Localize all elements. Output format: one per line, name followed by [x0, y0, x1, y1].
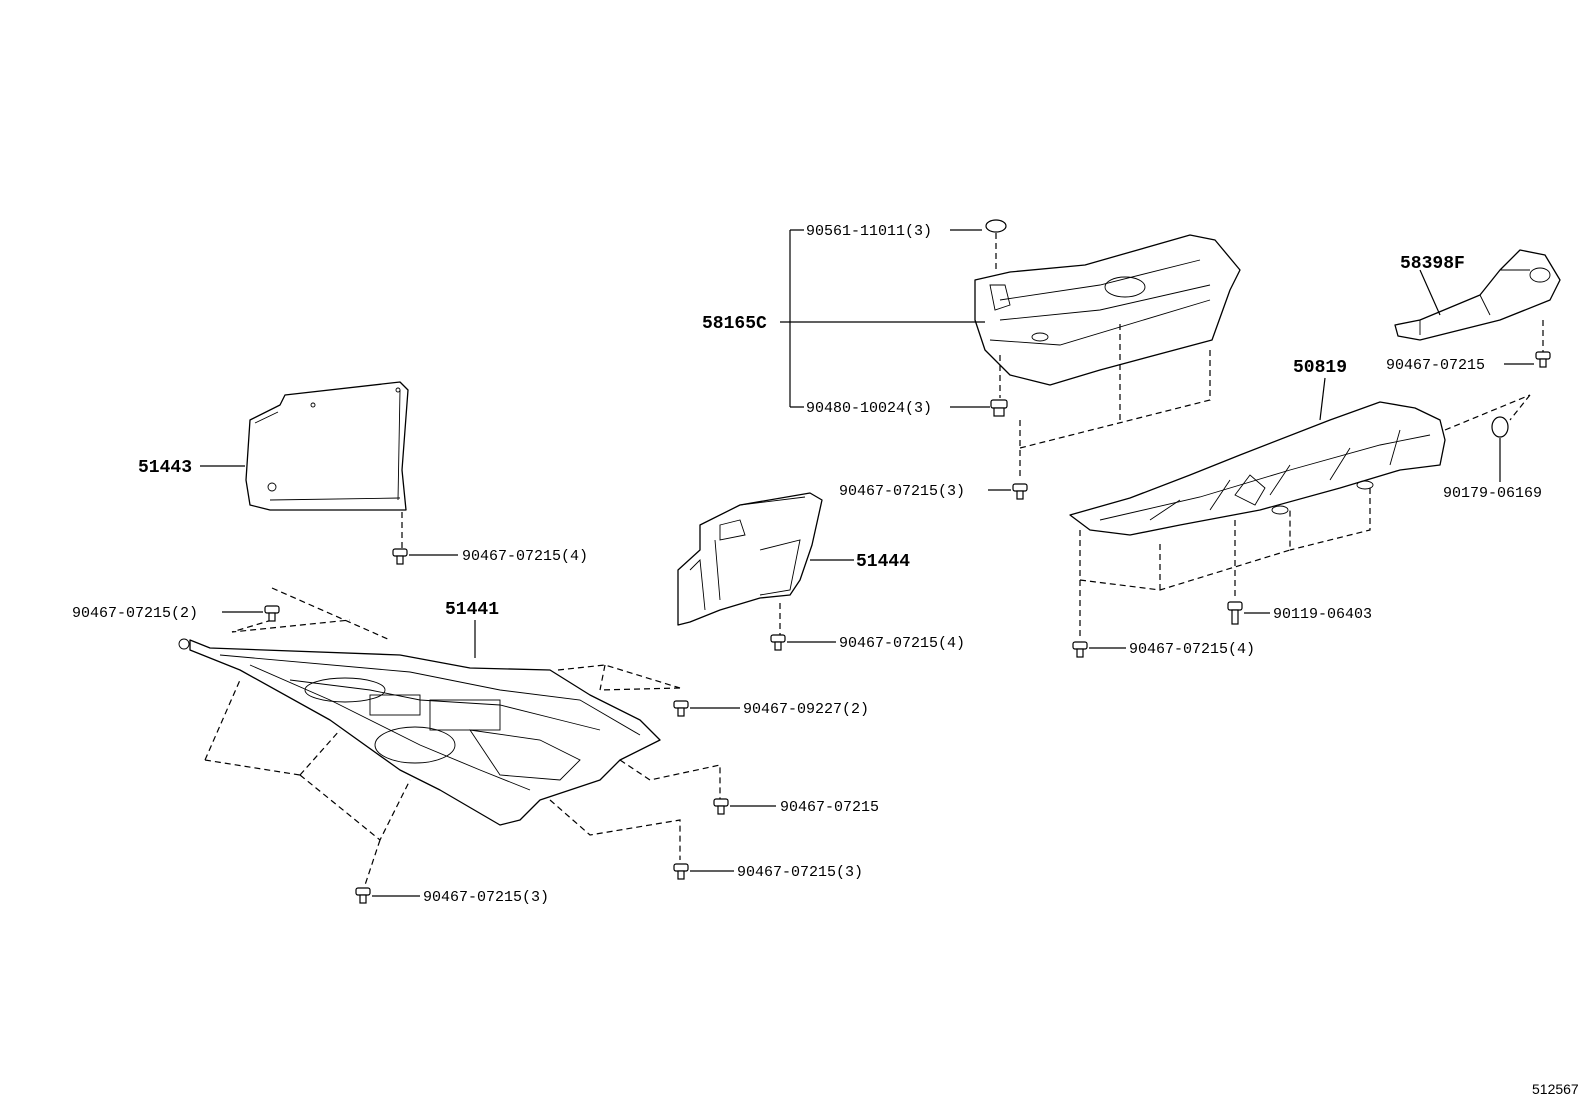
dash-50819-bottom — [1079, 488, 1371, 591]
leader-58165C — [780, 229, 985, 408]
dash-51441-left — [204, 587, 411, 886]
label-f-58165C-top: 90561-11011(3) — [806, 223, 932, 240]
label-f-51441-r2: 90467-07215 — [780, 799, 879, 816]
part-58398F-bracket[interactable] — [1394, 249, 1561, 341]
part-51441-under-cover[interactable] — [178, 638, 661, 826]
part-58165C-tray[interactable] — [974, 234, 1241, 386]
bolt-icon — [1227, 601, 1243, 625]
label-f-51441-top: 90467-07215(2) — [72, 605, 198, 622]
clip-icon — [713, 798, 729, 815]
label-f-58165C-clip: 90467-07215(3) — [839, 483, 965, 500]
clip-icon — [264, 605, 280, 622]
leader-58398F — [1419, 269, 1441, 316]
clip-icon — [1072, 641, 1088, 658]
label-51441: 51441 — [445, 600, 499, 620]
clip-icon — [770, 634, 786, 651]
dash-58165C-clip — [1019, 320, 1211, 480]
leader-50819 — [1319, 377, 1326, 421]
clip-icon — [355, 887, 371, 904]
dash-50819-grommet — [1444, 394, 1531, 431]
label-58165C: 58165C — [702, 314, 767, 334]
label-f-51443: 90467-07215(4) — [462, 548, 588, 565]
clip-icon — [673, 863, 689, 880]
label-f-51441-r1: 90467-09227(2) — [743, 701, 869, 718]
part-51444-side-cover[interactable] — [677, 492, 823, 626]
dash-51441-right1 — [557, 664, 681, 691]
plug-icon — [985, 219, 1007, 233]
label-f-50819-bolt: 90119-06403 — [1273, 606, 1372, 623]
clip-icon — [673, 700, 689, 717]
label-f-51441-bottom: 90467-07215(3) — [423, 889, 549, 906]
grommet-icon — [1491, 416, 1509, 438]
clip-icon — [392, 548, 408, 565]
dash-51441-right2 — [619, 759, 721, 800]
clip-icon — [1535, 351, 1551, 368]
label-f-50819-grommet: 90179-06169 — [1443, 485, 1542, 502]
label-f-58398F: 90467-07215 — [1386, 357, 1485, 374]
label-f-51441-r3: 90467-07215(3) — [737, 864, 863, 881]
label-50819: 50819 — [1293, 358, 1347, 378]
label-51443: 51443 — [138, 458, 192, 478]
label-f-50819-clip: 90467-07215(4) — [1129, 641, 1255, 658]
nut-icon — [990, 399, 1008, 417]
label-f-51444: 90467-07215(4) — [839, 635, 965, 652]
label-58398F: 58398F — [1400, 254, 1465, 274]
part-51443-panel[interactable] — [245, 381, 409, 511]
part-50819-cover[interactable] — [1069, 401, 1446, 536]
label-51444: 51444 — [856, 552, 910, 572]
clip-icon — [1012, 483, 1028, 500]
dash-51441-right3 — [549, 799, 681, 860]
label-f-58165C-bottom: 90480-10024(3) — [806, 400, 932, 417]
diagram-reference-number: 512567 — [1532, 1081, 1579, 1097]
